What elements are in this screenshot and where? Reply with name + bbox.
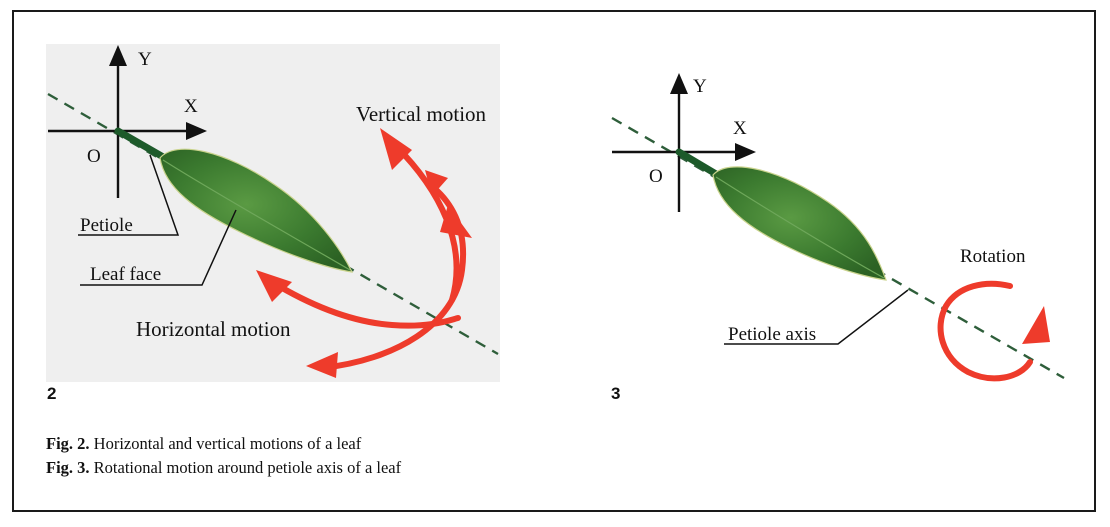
fig3-petiole-axis-leader (724, 289, 909, 345)
fig2-y-label: Y (138, 49, 152, 70)
fig2-x-label: X (184, 96, 198, 117)
fig2-vertical-motion-label: Vertical motion (356, 102, 487, 126)
fig3-petiole-axis-label: Petiole axis (728, 324, 816, 345)
fig3-x-label: X (733, 118, 747, 139)
figure3-diagram: Y X O Petiole axis Rotation (611, 73, 1065, 382)
fig2-petiole (114, 127, 169, 162)
caption-fig3-text: Rotational motion around petiole axis of… (93, 458, 402, 477)
figure2-diagram: Y X O Vertical motion Petiole Leaf face … (47, 45, 499, 378)
figure2-number: 2 (47, 384, 57, 403)
fig3-origin-label: O (649, 166, 663, 187)
fig2-leaf (159, 148, 354, 273)
caption-fig2-text: Horizontal and vertical motions of a lea… (93, 434, 362, 453)
fig2-leaf-face-label: Leaf face (90, 264, 161, 285)
fig3-leaf (712, 166, 887, 281)
fig2-x-arrowhead (186, 122, 207, 140)
fig2-petiole-label: Petiole (80, 215, 133, 236)
fig2-horizontal-arrowhead (256, 270, 292, 302)
fig2-petiole-leader (78, 154, 180, 236)
fig3-rotation-label: Rotation (960, 246, 1026, 267)
fig3-x-arrowhead (735, 143, 756, 161)
caption-fig2: Fig. 2. Horizontal and vertical motions … (46, 434, 361, 454)
fig3-rotation-arrow (937, 280, 1050, 382)
fig3-y-label: Y (693, 76, 707, 97)
fig3-y-arrowhead (670, 73, 688, 94)
fig2-horizontal-motion-label: Horizontal motion (136, 317, 291, 341)
caption-fig3-tag: Fig. 3. (46, 458, 90, 477)
fig3-petiole (675, 148, 720, 178)
fig3-rotation-arrowhead (1022, 306, 1050, 344)
fig2-leaf-face-leader (80, 209, 237, 286)
caption-fig3: Fig. 3. Rotational motion around petiole… (46, 458, 401, 478)
caption-fig2-tag: Fig. 2. (46, 434, 90, 453)
fig2-vertical-arrowhead-bottom (306, 352, 338, 378)
fig2-vertical-arrowhead-right (440, 205, 472, 238)
fig2-vertical-arrowhead-mid (425, 170, 448, 196)
figure3-number: 3 (611, 384, 621, 403)
fig3-dashed-axis (611, 116, 1065, 380)
fig2-y-arrowhead (109, 45, 127, 66)
fig2-vertical-arrowhead-top (380, 128, 412, 170)
fig2-horizontal-motion-arrow (269, 279, 461, 329)
fig2-origin-label: O (87, 146, 101, 167)
